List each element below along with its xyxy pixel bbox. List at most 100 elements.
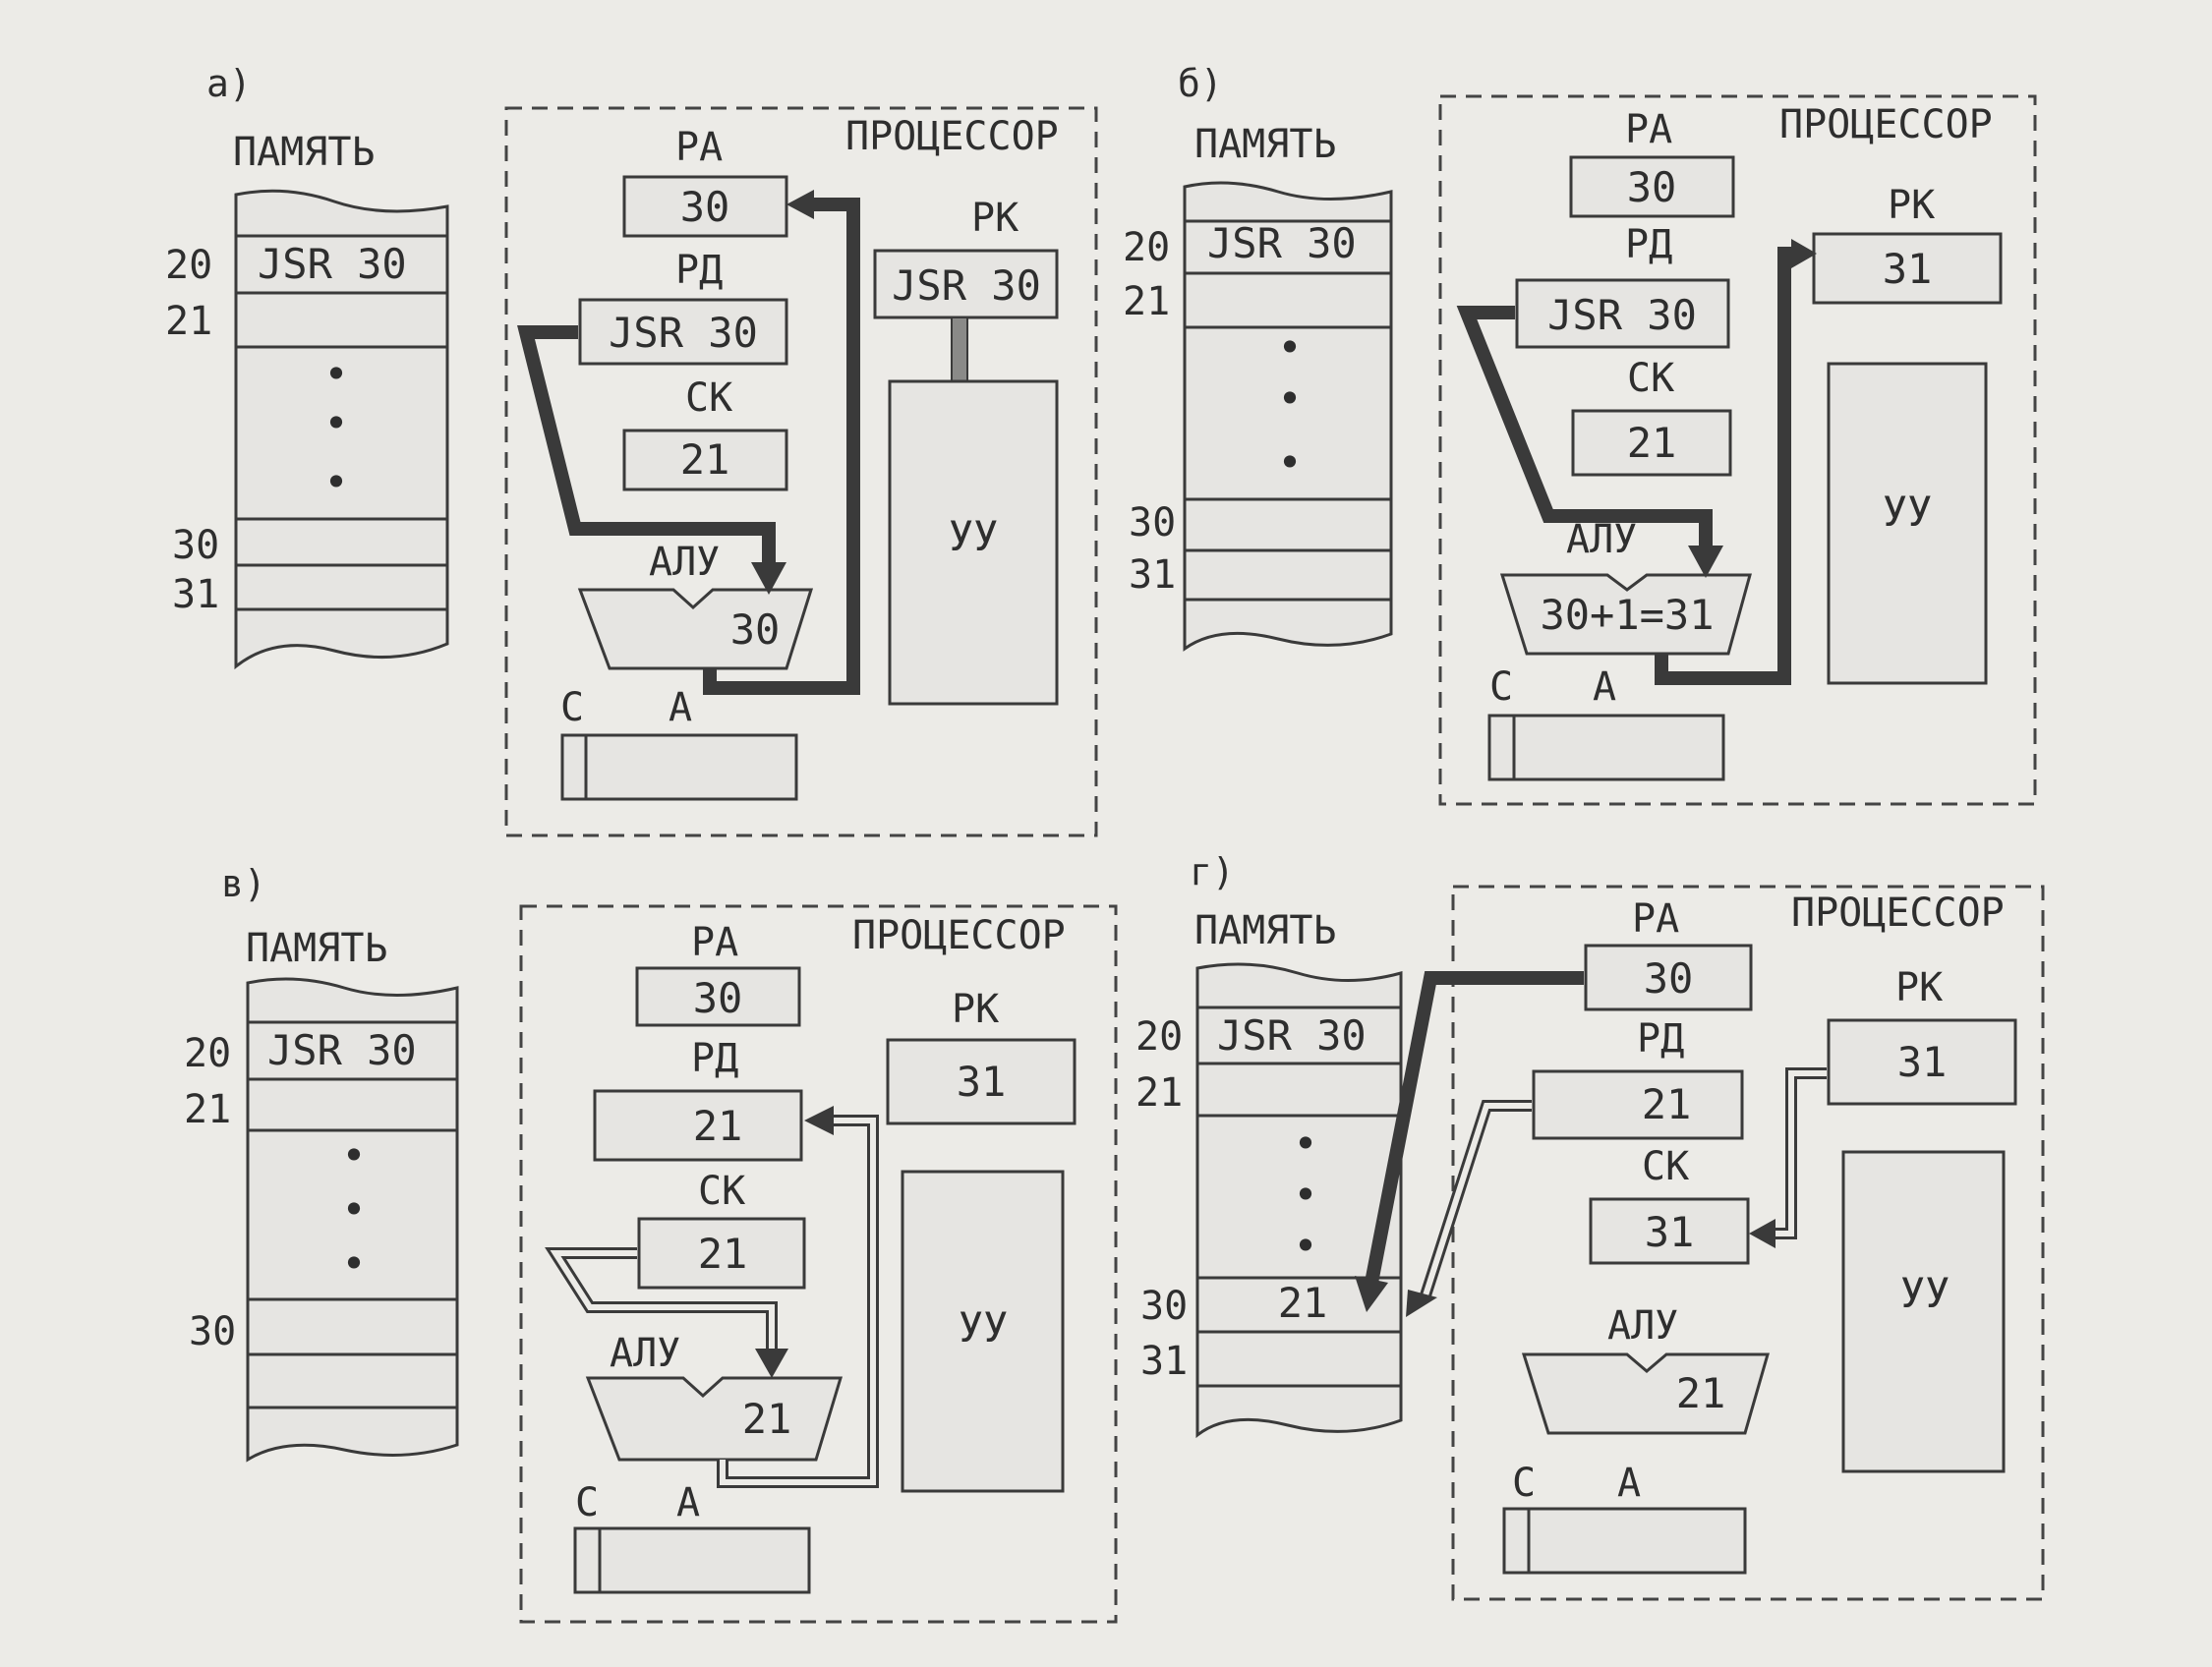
panel-b-arrow-alu-to-rk-head [1791, 239, 1817, 268]
panel-b-ra-value: 30 [1627, 163, 1677, 211]
panel-b-addr-20: 20 [1123, 225, 1170, 270]
panel-a-ra-register [622, 175, 788, 238]
panel-a-arrow-rd-to-alu-head [751, 562, 786, 595]
panel-b-addr-21: 21 [1123, 279, 1170, 324]
panel-b-dot-2: • [1277, 374, 1302, 423]
panel-b-rd-register [1515, 278, 1730, 349]
panel-b-addr-30: 30 [1129, 500, 1176, 546]
panel-a-memory-cell-20: JSR 30 [258, 240, 407, 288]
panel-a: а) ПАМЯТЬ JSR 30 20 21 30 31 • • • ПРОЦЕ… [165, 62, 1098, 837]
panel-g-sk-value: 31 [1645, 1208, 1695, 1256]
panel-b-memory-cell-20: JSR 30 [1207, 219, 1357, 267]
panel-a-addr-20: 20 [165, 243, 212, 288]
panel-g-processor: ПРОЦЕССОР РА 30 РД 21 СК 31 АЛУ 21 РК 31… [1355, 885, 2045, 1601]
panel-v: в) ПАМЯТЬ JSR 30 20 21 30 • • • ПРОЦЕССО… [184, 862, 1118, 1624]
panel-b-dot-1: • [1277, 323, 1302, 372]
panel-g-flags-register [1502, 1507, 1747, 1575]
panel-g-sk-register [1589, 1197, 1750, 1265]
panel-a-processor-title: ПРОЦЕССОР [845, 114, 1059, 159]
panel-v-ra-register [635, 966, 801, 1027]
panel-g-ra-label: РА [1632, 896, 1679, 942]
panel-a-sk-label: СК [685, 375, 732, 421]
panel-b-sk-register [1571, 409, 1732, 477]
panel-g-alu [1521, 1352, 1770, 1435]
panel-b-rk-value: 31 [1883, 245, 1933, 293]
panel-v-addr-21: 21 [184, 1087, 231, 1132]
panel-a-rk-label: РК [971, 196, 1019, 241]
panel-g-memory: ПАМЯТЬ JSR 30 21 20 21 30 31 • • • [1135, 908, 1403, 1439]
panel-a-processor-frame [504, 106, 1098, 837]
panel-b-arrow-rd-to-alu [1456, 306, 1713, 550]
panel-b-ra-label: РА [1625, 107, 1672, 152]
panel-b-dot-3: • [1277, 438, 1302, 487]
panel-a-arrow-rd-to-alu [517, 325, 776, 568]
panel-b-processor-title: ПРОЦЕССОР [1779, 102, 1993, 147]
panel-g-alu-label: АЛУ [1607, 1303, 1678, 1349]
panel-g-processor-title: ПРОЦЕССОР [1791, 891, 2005, 936]
panel-a-a-label: А [669, 685, 692, 730]
panel-v-addr-20: 20 [184, 1031, 231, 1076]
panel-g-addr-20: 20 [1135, 1014, 1183, 1060]
panel-g-dot-2: • [1293, 1171, 1317, 1219]
panel-a-uu [888, 379, 1059, 706]
panel-g-sk-label: СК [1642, 1144, 1689, 1189]
panel-b-uu [1827, 362, 1988, 685]
panel-g-addr-31: 31 [1140, 1339, 1188, 1384]
panel-v-flags-register [573, 1526, 811, 1594]
panel-a-uu-label: УУ [949, 512, 999, 560]
panel-g-arrow-rd-to-memory [1406, 1100, 1532, 1317]
panel-v-alu-label: АЛУ [610, 1331, 680, 1376]
panel-g-rk-register [1827, 1018, 2017, 1106]
panel-a-processor: ПРОЦЕССОР РА 30 РД JSR 30 СК 21 АЛУ 30 Р… [504, 106, 1098, 837]
panel-v-label: в) [221, 862, 266, 905]
panel-v-sk-label: СК [698, 1169, 745, 1214]
panel-a-memory: ПАМЯТЬ JSR 30 20 21 30 31 • • • [165, 130, 449, 670]
panel-b-arrow-rd-to-alu-head [1688, 546, 1723, 578]
panel-v-c-label: С [575, 1480, 599, 1525]
panel-b-rk-register [1812, 232, 2003, 305]
panel-b-processor: ПРОЦЕССОР РА 30 РД JSR 30 СК 21 АЛУ 30+1… [1438, 94, 2037, 806]
panel-g-dot-3: • [1293, 1222, 1317, 1270]
panel-b-memory: ПАМЯТЬ JSR 30 20 21 30 31 • • • [1123, 122, 1393, 652]
panel-v-arrow-sk-to-alu [545, 1247, 788, 1378]
panel-g-arrow-rk-to-sk [1749, 1067, 1827, 1248]
panel-a-flags-register [560, 733, 798, 801]
panel-g-dot-1: • [1293, 1120, 1317, 1168]
panel-g-c-label: С [1512, 1461, 1536, 1506]
panel-a-rk-uu-link [951, 316, 968, 382]
panel-v-ra-label: РА [691, 920, 738, 965]
panel-a-dot-2: • [323, 399, 348, 447]
panel-g-a-label: А [1617, 1461, 1641, 1506]
panel-g-memory-title: ПАМЯТЬ [1194, 908, 1337, 953]
panel-g-rk-value: 31 [1897, 1038, 1948, 1086]
panel-a-alu-value: 30 [730, 605, 781, 654]
panel-a-ra-value: 30 [680, 183, 730, 231]
panel-v-arrow-alu-to-rd [717, 1106, 879, 1488]
panel-v-memory-cell-20: JSR 30 [267, 1026, 417, 1074]
panel-v-processor: ПРОЦЕССОР РА 30 РД 21 СК 21 АЛУ 21 РК 31… [519, 904, 1118, 1624]
panel-a-memory-title: ПАМЯТЬ [233, 130, 376, 175]
panel-g-ra-register [1584, 944, 1753, 1011]
panel-g: г) ПАМЯТЬ JSR 30 21 20 21 30 31 • • • ПР… [1135, 850, 2045, 1601]
panel-b-sk-value: 21 [1627, 419, 1677, 467]
panel-a-sk-register [622, 429, 788, 491]
panel-g-ra-value: 30 [1644, 954, 1694, 1003]
panel-g-processor-frame [1451, 885, 2045, 1601]
panel-g-rd-label: РД [1637, 1016, 1684, 1062]
panel-v-addr-30: 30 [189, 1309, 236, 1354]
panel-g-rd-register [1532, 1069, 1744, 1140]
panel-a-c-label: С [560, 685, 584, 730]
panel-v-rk-value: 31 [957, 1058, 1007, 1106]
panel-g-memory-cell-20: JSR 30 [1217, 1011, 1367, 1060]
panel-g-rk-label: РК [1895, 965, 1943, 1010]
panel-g-addr-30: 30 [1140, 1284, 1188, 1329]
panel-g-uu [1841, 1150, 2006, 1473]
panel-v-memory: ПАМЯТЬ JSR 30 20 21 30 • • • [184, 926, 459, 1463]
panel-b-ra-register [1569, 155, 1735, 218]
panel-b-uu-label: УУ [1883, 488, 1933, 536]
panel-b: б) ПАМЯТЬ JSR 30 20 21 30 31 • • • ПРОЦЕ… [1123, 62, 2037, 806]
panel-a-ra-label: РА [675, 125, 723, 170]
panel-v-rd-value: 21 [693, 1102, 743, 1150]
panel-v-dot-2: • [341, 1185, 366, 1234]
panel-v-rk-register [886, 1038, 1077, 1125]
